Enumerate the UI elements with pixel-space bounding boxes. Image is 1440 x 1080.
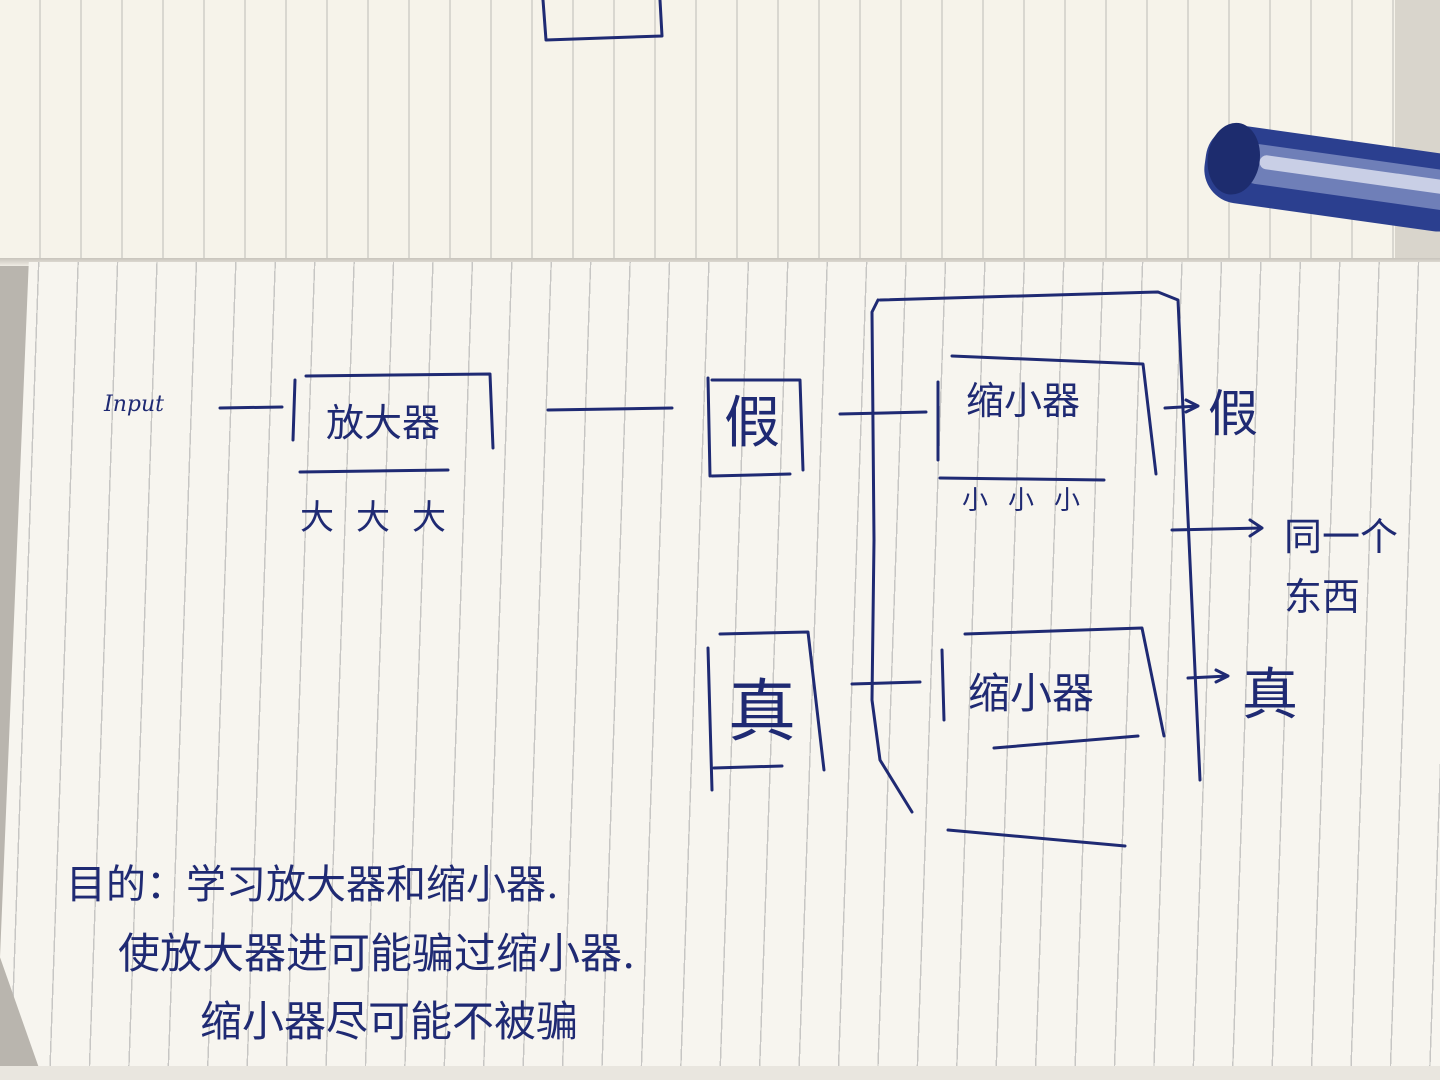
- next-page-edge: [0, 1066, 1440, 1080]
- real-to-shrinker-line: [850, 680, 922, 686]
- shrinker-group-bracket: [870, 290, 1202, 848]
- fake-box: [706, 376, 805, 478]
- input-connector: [218, 405, 284, 410]
- shrinker-bottom-label: 缩小器: [968, 669, 1095, 718]
- fake-label: 假: [724, 391, 780, 456]
- amplifier-label: 放大器: [326, 401, 441, 445]
- ruled-lines: [0, 262, 1440, 1080]
- note-line-3: 缩小器尽可能不被骗: [200, 997, 579, 1046]
- real-label: 真: [728, 673, 797, 752]
- shrinker-bottom-box: [940, 626, 1166, 750]
- output-fake: 假: [1208, 385, 1258, 443]
- notebook-top-page: [0, 0, 1440, 265]
- input-label: Input: [104, 392, 164, 417]
- amp-to-fake-line: [546, 406, 674, 412]
- note-line-1: 目的：学习放大器和缩小器.: [66, 862, 559, 908]
- arrow-out-same: [1170, 518, 1264, 538]
- ballpoint-pen-icon: [1204, 122, 1440, 232]
- output-real: 真: [1242, 663, 1298, 728]
- top-page-box: [541, 0, 664, 42]
- arrow-out-real: [1186, 668, 1230, 684]
- fake-to-shrinker-line: [838, 410, 928, 416]
- output-same-line2: 东西: [1284, 575, 1361, 619]
- shrinker-top-box: [936, 354, 1158, 482]
- note-line-2: 使放大器进可能骗过缩小器.: [118, 929, 636, 978]
- arrow-out-fake: [1163, 398, 1200, 414]
- amplifier-below-text: 大大大: [300, 498, 468, 538]
- shrinker-top-label: 缩小器: [966, 379, 1081, 423]
- output-same-line1: 同一个: [1284, 515, 1399, 559]
- amplifier-box: [291, 372, 495, 474]
- shrinker-top-below-text: 小小小: [962, 486, 1101, 516]
- real-box: [706, 630, 826, 792]
